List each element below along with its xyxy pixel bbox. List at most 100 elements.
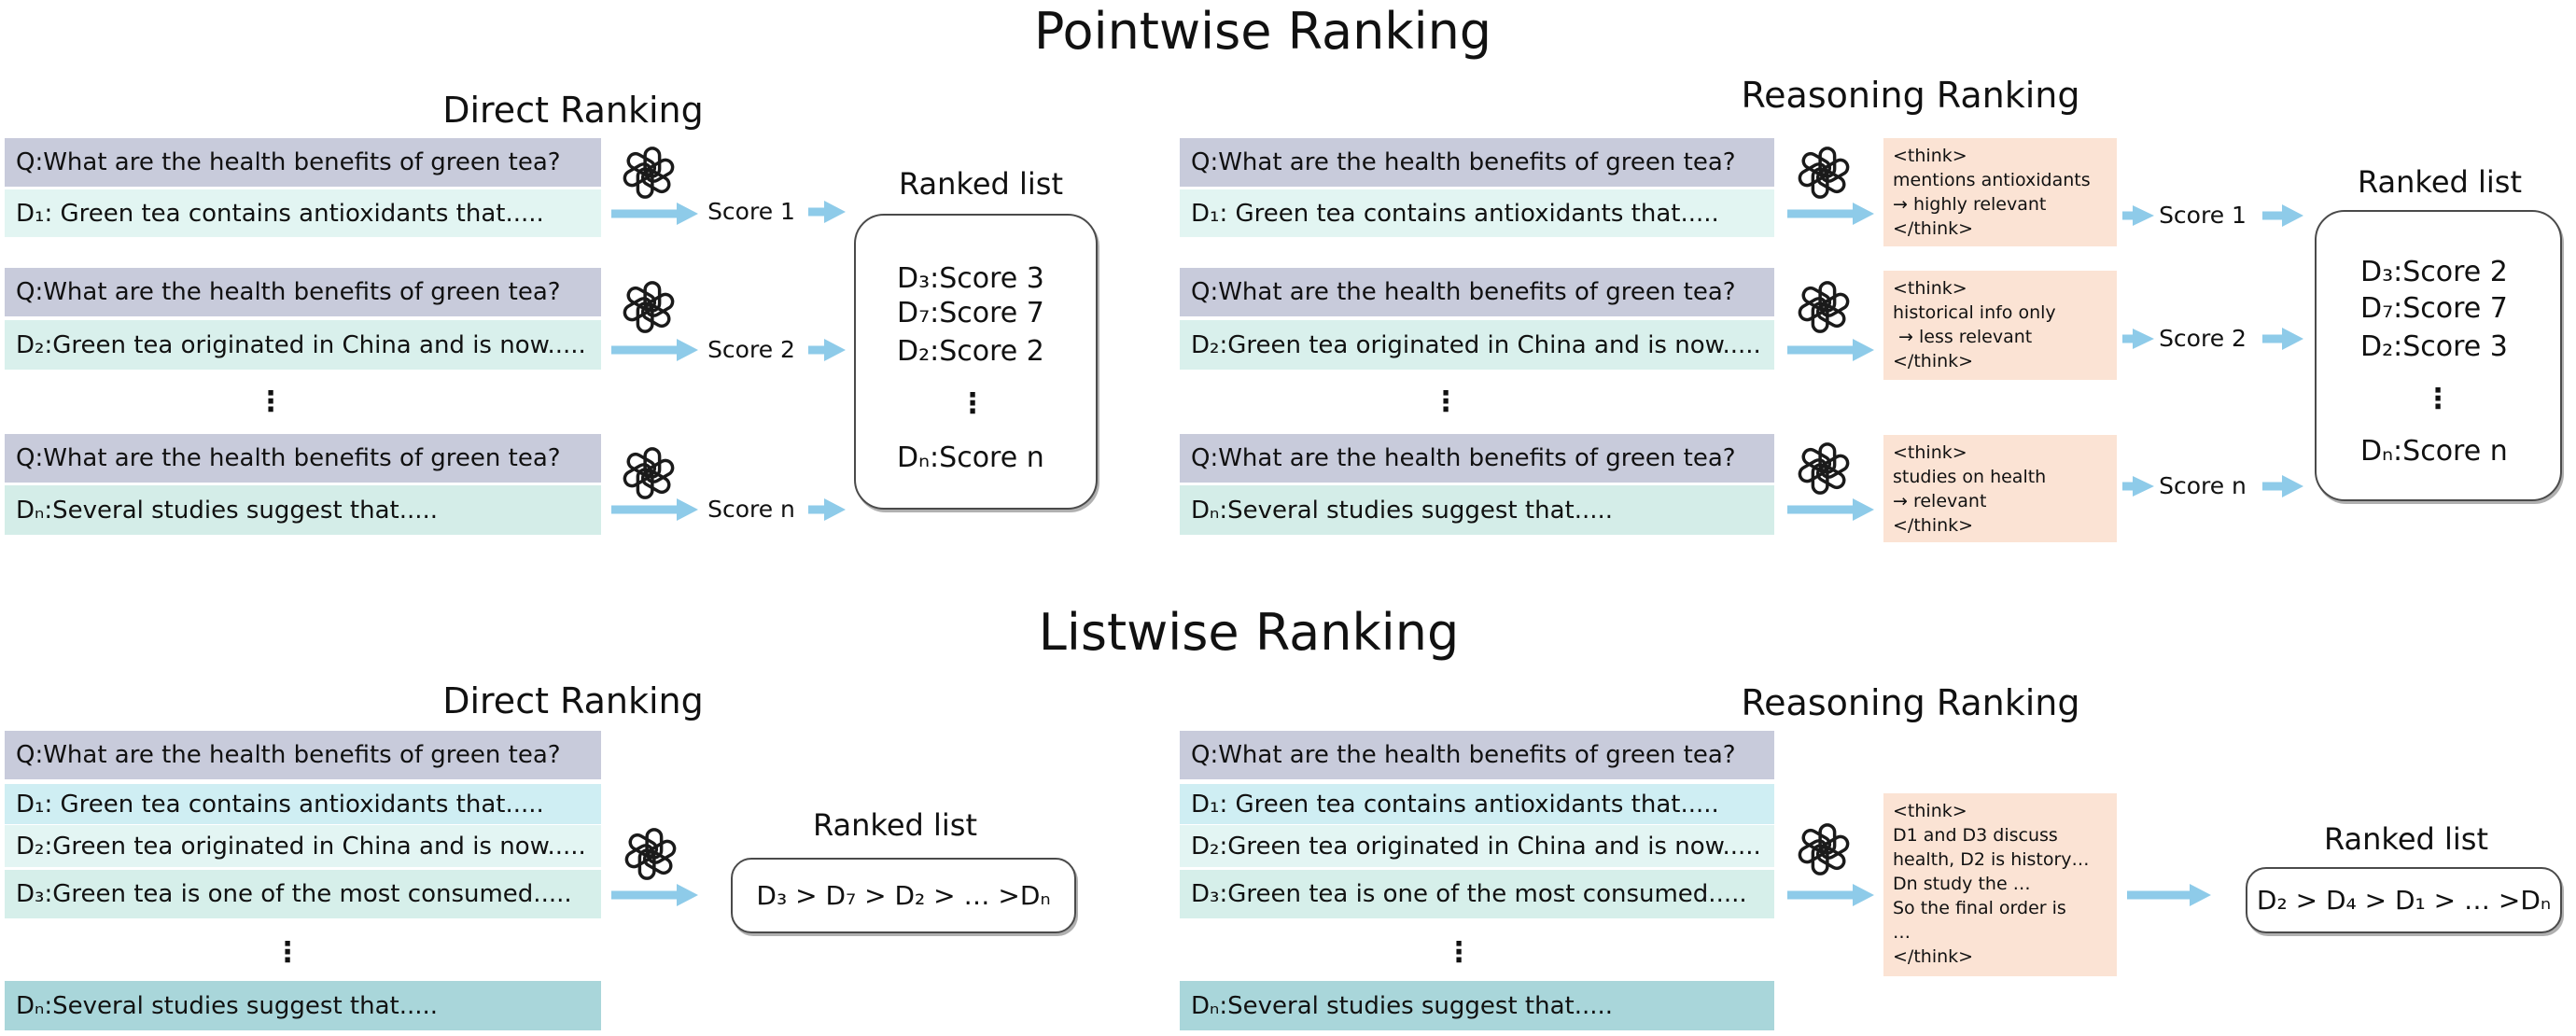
query-box: Q:What are the health benefits of green …: [1180, 138, 1774, 187]
think-line: → less relevant: [1893, 327, 2033, 347]
openai-logo-icon: [620, 444, 678, 502]
arrow-icon: [1787, 884, 1874, 906]
ranked-list-ellipsis: ⋮: [959, 387, 987, 420]
pointwise-direct-title: Direct Ranking: [442, 90, 704, 131]
ranked-list-item: Dₙ:Score n: [897, 441, 1044, 474]
arrow-icon: [611, 339, 698, 361]
ranked-list-box: D₂ > D₄ > D₁ > … >Dₙ: [2246, 867, 2562, 933]
arrow-icon: [611, 884, 698, 906]
vertical-ellipsis: ⋮: [257, 385, 285, 418]
openai-logo-icon: [1795, 820, 1853, 878]
vertical-ellipsis: ⋮: [273, 936, 301, 969]
arrow-icon: [611, 203, 698, 225]
think-line: …: [1893, 922, 1911, 943]
arrow-icon: [2122, 329, 2154, 349]
arrow-icon: [1787, 498, 1874, 521]
think-box: <think> mentions antioxidants → highly r…: [1883, 138, 2117, 246]
document-box: Dₙ:Several studies suggest that.....: [1180, 485, 1774, 535]
think-line: → relevant: [1893, 491, 1987, 511]
document-box: D₃:Green tea is one of the most consumed…: [5, 870, 601, 918]
openai-logo-icon: [620, 144, 678, 202]
openai-logo-icon: [622, 825, 679, 883]
vertical-ellipsis: ⋮: [1445, 936, 1473, 969]
think-line: historical info only: [1893, 302, 2056, 323]
arrow-icon: [2262, 328, 2303, 350]
listwise-ranking-title: Listwise Ranking: [1038, 603, 1460, 662]
score-label: Score 2: [2159, 325, 2247, 352]
ranked-list-title: Ranked list: [2324, 821, 2488, 857]
think-line: </think>: [1893, 946, 1974, 967]
listwise-direct-title: Direct Ranking: [442, 680, 704, 721]
vertical-ellipsis: ⋮: [1432, 385, 1460, 418]
openai-logo-icon: [1795, 440, 1853, 497]
arrow-icon: [808, 339, 846, 361]
think-line: </think>: [1893, 515, 1974, 536]
openai-logo-icon: [1795, 144, 1853, 202]
arrow-icon: [2262, 475, 2303, 497]
document-box: Dₙ:Several studies suggest that.....: [1180, 981, 1774, 1030]
document-box: D₃:Green tea is one of the most consumed…: [1180, 870, 1774, 918]
query-box: Q:What are the health benefits of green …: [5, 138, 601, 187]
query-box: Q:What are the health benefits of green …: [5, 731, 601, 779]
think-line: <think>: [1893, 278, 1967, 299]
think-box: <think> studies on health → relevant </t…: [1883, 435, 2117, 542]
think-line: → highly relevant: [1893, 194, 2047, 215]
ranked-list-title: Ranked list: [813, 807, 977, 843]
score-label: Score n: [707, 496, 795, 523]
think-line: So the final order is: [1893, 898, 2066, 918]
ranked-list-item: D₂:Score 3: [2360, 330, 2508, 363]
ranked-list-box: D₃:Score 3 D₇:Score 7 D₂:Score 2 ⋮ Dₙ:Sc…: [854, 214, 1098, 510]
openai-logo-icon: [620, 278, 678, 336]
arrow-icon: [2262, 204, 2303, 227]
arrow-icon: [2122, 476, 2154, 497]
ranked-list-box: D₃ > D₇ > D₂ > … >Dₙ: [731, 858, 1076, 933]
think-line: Dn study the …: [1893, 874, 2031, 894]
ranked-list-ellipsis: ⋮: [2424, 383, 2452, 415]
think-line: <think>: [1893, 442, 1967, 463]
arrow-icon: [808, 498, 846, 521]
document-box: Dₙ:Several studies suggest that.....: [5, 981, 601, 1030]
think-line: </think>: [1893, 351, 1974, 371]
ranked-list-item: Dₙ:Score n: [2360, 435, 2508, 468]
think-line: D1 and D3 discuss: [1893, 825, 2058, 846]
arrow-icon: [2127, 884, 2211, 906]
pointwise-reasoning-title: Reasoning Ranking: [1741, 75, 2080, 116]
openai-logo-icon: [1795, 278, 1853, 336]
score-label: Score 1: [2159, 202, 2247, 229]
think-line: health, D2 is history…: [1893, 849, 2090, 870]
ranked-list-title: Ranked list: [2358, 164, 2522, 200]
arrow-icon: [611, 498, 698, 521]
document-box: D₁: Green tea contains antioxidants that…: [1180, 784, 1774, 824]
think-box: <think> D1 and D3 discuss health, D2 is …: [1883, 793, 2117, 976]
document-box: D₁: Green tea contains antioxidants that…: [1180, 189, 1774, 237]
ranked-list-title: Ranked list: [899, 166, 1063, 202]
document-box: D₂:Green tea originated in China and is …: [1180, 320, 1774, 370]
think-line: </think>: [1893, 218, 1974, 239]
document-box: D₂:Green tea originated in China and is …: [5, 320, 601, 370]
score-label: Score 2: [707, 336, 795, 363]
ranked-list-item: D₃:Score 3: [897, 262, 1044, 295]
document-box: Dₙ:Several studies suggest that.....: [5, 485, 601, 535]
ranked-list-item: D₇:Score 7: [2360, 292, 2508, 325]
think-box: <think> historical info only → less rele…: [1883, 271, 2117, 380]
think-line: studies on health: [1893, 467, 2047, 487]
ranked-list-box: D₃:Score 2 D₇:Score 7 D₂:Score 3 ⋮ Dₙ:Sc…: [2315, 210, 2562, 501]
document-box: D₂:Green tea originated in China and is …: [1180, 825, 1774, 867]
query-box: Q:What are the health benefits of green …: [5, 268, 601, 316]
think-line: <think>: [1893, 801, 1967, 821]
listwise-reasoning-title: Reasoning Ranking: [1741, 682, 2080, 723]
ranked-list-item: D₇:Score 7: [897, 297, 1044, 329]
score-label: Score 1: [707, 198, 795, 225]
pointwise-ranking-title: Pointwise Ranking: [1033, 2, 1492, 61]
query-box: Q:What are the health benefits of green …: [1180, 731, 1774, 779]
document-box: D₁: Green tea contains antioxidants that…: [5, 189, 601, 237]
document-box: D₂:Green tea originated in China and is …: [5, 825, 601, 867]
arrow-icon: [1787, 203, 1874, 225]
ranked-list-item: D₃:Score 2: [2360, 256, 2508, 288]
document-box: D₁: Green tea contains antioxidants that…: [5, 784, 601, 824]
query-box: Q:What are the health benefits of green …: [5, 434, 601, 483]
arrow-icon: [2122, 205, 2154, 226]
think-line: <think>: [1893, 146, 1967, 166]
arrow-icon: [1787, 339, 1874, 361]
arrow-icon: [808, 201, 846, 223]
